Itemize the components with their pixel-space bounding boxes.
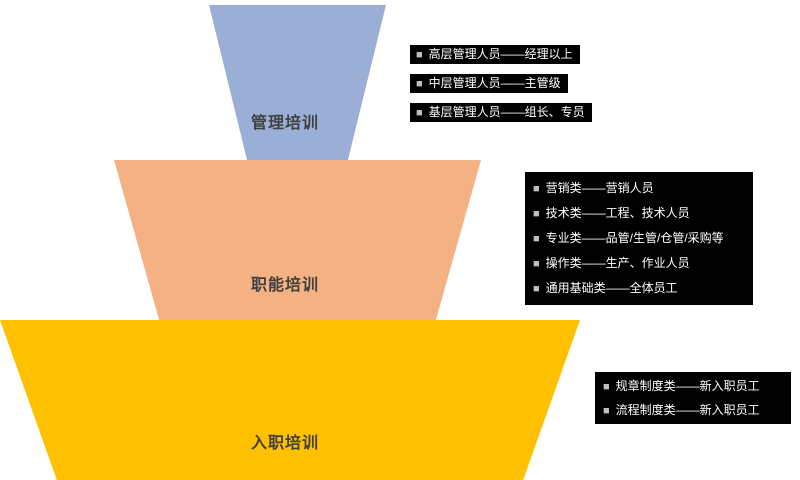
callout-item: ■ 通用基础类——全体员工 bbox=[525, 276, 753, 301]
callout-text: 规章制度类——新入职员工 bbox=[615, 379, 760, 393]
callout-group-functional: ■ 营销类——营销人员 ■ 技术类——工程、技术人员 ■ 专业类——品管/生管/仓管/… bbox=[525, 172, 753, 305]
bullet-icon: ■ bbox=[416, 107, 423, 119]
pyramid-tier-onboarding bbox=[0, 320, 580, 480]
bullet-icon: ■ bbox=[533, 208, 540, 220]
bullet-icon: ■ bbox=[603, 381, 610, 393]
callout-text: 基层管理人员——组长、专员 bbox=[428, 105, 585, 119]
callout-item: ■ 操作类——生产、作业人员 bbox=[525, 251, 753, 276]
callout-text: 流程制度类——新入职员工 bbox=[615, 403, 760, 417]
bullet-icon: ■ bbox=[416, 49, 423, 61]
callout-text: 中层管理人员——主管级 bbox=[428, 76, 561, 90]
callout-text: 营销类——营销人员 bbox=[545, 181, 654, 195]
tier-label-onboarding: 入职培训 bbox=[250, 435, 319, 452]
pyramid-tier-functional bbox=[114, 160, 481, 320]
bullet-icon: ■ bbox=[533, 233, 540, 245]
callout-item: ■ 流程制度类——新入职员工 bbox=[595, 398, 791, 422]
tier-label-management: 管理培训 bbox=[250, 115, 319, 132]
callout-group-onboarding: ■ 规章制度类——新入职员工 ■ 流程制度类——新入职员工 bbox=[595, 372, 791, 424]
callout-item: ■ 基层管理人员——组长、专员 bbox=[410, 103, 592, 122]
bullet-icon: ■ bbox=[533, 183, 540, 195]
bullet-icon: ■ bbox=[533, 283, 540, 295]
callout-text: 专业类——品管/生管/仓管/采购等 bbox=[545, 231, 724, 245]
callout-text: 高层管理人员——经理以上 bbox=[428, 47, 573, 61]
callout-text: 技术类——工程、技术人员 bbox=[545, 206, 690, 220]
callout-item: ■ 技术类——工程、技术人员 bbox=[525, 201, 753, 226]
tier-label-functional: 职能培训 bbox=[250, 277, 319, 294]
callout-text: 通用基础类——全体员工 bbox=[545, 281, 678, 295]
callout-item: ■ 营销类——营销人员 bbox=[525, 176, 753, 201]
callout-item: ■ 高层管理人员——经理以上 bbox=[410, 45, 580, 64]
callout-item: ■ 规章制度类——新入职员工 bbox=[595, 374, 791, 398]
callout-item: ■ 专业类——品管/生管/仓管/采购等 bbox=[525, 226, 753, 251]
pyramid-tier-management bbox=[209, 5, 386, 160]
callout-group-management: ■ 高层管理人员——经理以上 ■ 中层管理人员——主管级 ■ 基层管理人员——组长、专… bbox=[410, 45, 592, 132]
bullet-icon: ■ bbox=[416, 78, 423, 90]
callout-item: ■ 中层管理人员——主管级 bbox=[410, 74, 568, 93]
bullet-icon: ■ bbox=[533, 258, 540, 270]
bullet-icon: ■ bbox=[603, 405, 610, 417]
callout-text: 操作类——生产、作业人员 bbox=[545, 256, 690, 270]
